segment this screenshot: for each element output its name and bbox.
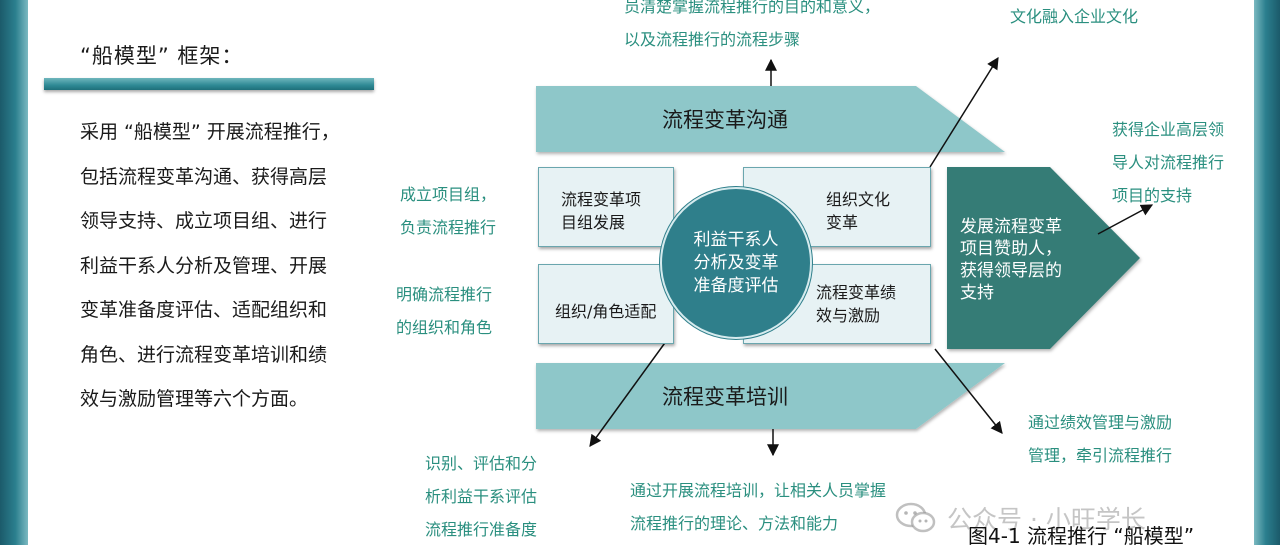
annotation-top-center: 员清楚掌握流程推行的目的和意义， 以及流程推行的流程步骤 (624, 0, 880, 56)
cell-line: 效与激励 (816, 306, 881, 325)
top-band-label: 流程变革沟通 (662, 108, 788, 132)
annotation-line: 成立项目组， (400, 185, 497, 204)
annotation-line: 通过开展流程培训，让相关人员掌握 (630, 481, 887, 500)
annotation-line: 明确流程推行 (396, 285, 493, 304)
cell-line: 目组发展 (561, 213, 626, 232)
watermark: 公众号 · 小旺学长 (895, 500, 1146, 536)
annotation-line: 流程推行的理论、方法和能力 (630, 514, 839, 533)
body-line: 采用 “船模型” 开展流程推行， (80, 121, 340, 143)
body-line: 包括流程变革沟通、获得高层 (80, 165, 328, 188)
annotation-left-mid: 明确流程推行 的组织和角色 (396, 278, 492, 344)
annotation-line: 通过绩效管理与激励 (1028, 413, 1173, 432)
center-line: 利益干系人 (693, 229, 779, 250)
cell-project-team: 流程变革项 目组发展 (538, 167, 674, 247)
bow-shape (947, 167, 1140, 349)
body-line: 角色、进行流程变革培训和绩 (80, 343, 328, 366)
annotation-line: 员清楚掌握流程推行的目的和意义， (624, 0, 881, 16)
body-line: 效与激励管理等六个方面。 (80, 388, 309, 410)
right-decorative-strip (1254, 0, 1280, 545)
annotation-line: 获得企业高层领 (1112, 120, 1225, 139)
body-line: 利益干系人分析及管理、开展 (80, 254, 328, 277)
cell-line: 组织/角色适配 (555, 302, 657, 321)
arrow-icon (589, 339, 668, 447)
arrow-icon (934, 348, 1003, 434)
bow-label: 发展流程变革 项目赞助人， 获得领导层的 支持 (960, 216, 1062, 304)
arrow-icon (1097, 204, 1154, 235)
annotation-bottom-right: 通过绩效管理与激励 管理，牵引流程推行 (1028, 406, 1172, 472)
heading-accent-bar (44, 78, 374, 90)
annotation-line: 负责流程推行 (400, 218, 497, 237)
annotation-line: 流程推行准备度 (425, 520, 538, 539)
bow-line: 项目赞助人， (960, 239, 1062, 259)
center-circle: 利益干系人 分析及变革 准备度评估 (660, 187, 812, 339)
cell-line: 变革 (826, 213, 859, 232)
figure-caption: 图4-1 流程推行 “船模型” (968, 524, 1195, 548)
annotation-line: 析利益干系评估 (425, 487, 538, 506)
body-line: 变革准备度评估、适配组织和 (80, 299, 328, 321)
annotation-top-right: 文化融入企业文化 (1010, 0, 1138, 33)
annotation-right: 获得企业高层领 导人对流程推行 项目的支持 (1112, 113, 1224, 212)
cell-line: 流程变革绩 (816, 283, 897, 302)
body-line: 领导支持、成立项目组、进行 (80, 210, 328, 232)
annotation-bottom-left: 识别、评估和分 析利益干系评估 流程推行准备度 (425, 447, 537, 546)
watermark-text: 公众号 · 小旺学长 (947, 505, 1146, 534)
cell-role-fit: 组织/角色适配 (538, 264, 674, 344)
annotation-line: 识别、评估和分 (425, 454, 538, 473)
center-line: 准备度评估 (693, 275, 779, 296)
annotation-line: 导人对流程推行 (1112, 153, 1225, 172)
annotation-left-top: 成立项目组， 负责流程推行 (400, 178, 496, 244)
bottom-band-shape (536, 363, 1005, 429)
bow-line: 获得领导层的 (960, 261, 1062, 281)
body-paragraph: 采用 “船模型” 开展流程推行， 包括流程变革沟通、获得高层 领导支持、成立项目… (80, 110, 380, 422)
wechat-icon (895, 502, 936, 533)
annotation-line: 项目的支持 (1112, 186, 1193, 205)
bottom-band-label: 流程变革培训 (662, 385, 788, 409)
annotation-line: 文化融入企业文化 (1010, 7, 1139, 26)
annotation-line: 管理，牵引流程推行 (1028, 446, 1173, 465)
center-line: 分析及变革 (693, 252, 779, 273)
cell-line: 组织文化 (826, 190, 891, 209)
arrow-icon (929, 56, 999, 168)
annotation-line: 的组织和角色 (396, 318, 493, 337)
annotation-line: 以及流程推行的流程步骤 (624, 30, 801, 49)
bow-line: 发展流程变革 (960, 217, 1062, 237)
left-decorative-strip (0, 0, 28, 545)
top-band-shape (536, 86, 1005, 152)
section-heading: “船模型” 框架： (80, 44, 244, 68)
cell-line: 流程变革项 (561, 190, 642, 209)
bow-line: 支持 (960, 283, 994, 303)
annotation-bottom-center: 通过开展流程培训，让相关人员掌握 流程推行的理论、方法和能力 (630, 474, 886, 540)
